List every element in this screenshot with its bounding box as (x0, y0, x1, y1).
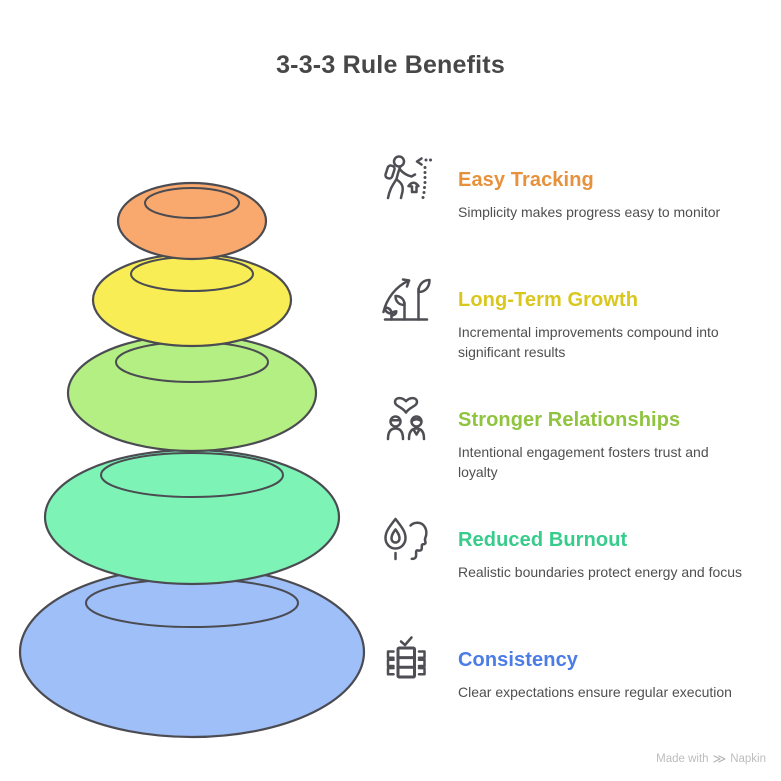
benefit-row-reduced-burnout: Reduced Burnout Realistic boundaries pro… (378, 510, 770, 582)
benefit-description: Simplicity makes progress easy to monito… (458, 204, 721, 220)
hiker-trail-icon (378, 152, 434, 210)
benefit-row-stronger-relationships: Stronger Relationships Intentional engag… (378, 390, 770, 482)
stone-stack-diagram (18, 181, 366, 739)
stone-consistency (18, 565, 366, 739)
benefit-description: Intentional engagement fosters trust and… (458, 444, 709, 480)
stone-body (43, 448, 341, 586)
benefit-text: Stronger Relationships Intentional engag… (458, 390, 750, 482)
stone-easy-tracking (116, 181, 268, 261)
benefit-title: Long-Term Growth (458, 289, 639, 311)
benefit-title: Easy Tracking (458, 169, 594, 191)
benefit-description: Clear expectations ensure regular execut… (458, 684, 732, 700)
benefit-row-long-term-growth: Long-Term Growth Incremental improvement… (378, 270, 770, 362)
benefit-row-easy-tracking: Easy Tracking Simplicity makes progress … (378, 150, 770, 222)
stone-body (116, 181, 268, 261)
napkin-logo-icon: ≫ (712, 751, 727, 766)
stone-reduced-burnout (43, 448, 341, 586)
page-title: 3-3-3 Rule Benefits (276, 51, 505, 79)
benefit-title: Consistency (458, 649, 579, 671)
stone-long-term-growth (91, 252, 293, 348)
made-with-napkin-credit: Made with ≫ Napkin (656, 752, 766, 765)
benefit-text: Long-Term Growth Incremental improvement… (458, 270, 750, 362)
benefit-text: Easy Tracking Simplicity makes progress … (458, 150, 750, 222)
stone-rim (100, 452, 284, 498)
people-heart-icon (378, 392, 434, 450)
stone-body (18, 565, 366, 739)
benefit-text: Reduced Burnout Realistic boundaries pro… (458, 510, 750, 582)
benefit-description: Incremental improvements compound into s… (458, 324, 719, 360)
growth-plant-icon (378, 272, 434, 330)
stone-body (91, 252, 293, 348)
stone-body (66, 333, 318, 453)
benefit-title: Reduced Burnout (458, 529, 628, 551)
stone-stronger-relationships (66, 333, 318, 453)
burnout-flame-head-icon (378, 512, 434, 570)
made-with-label: Made with (656, 752, 709, 765)
napkin-brand-label: Napkin (730, 752, 766, 765)
benefit-text: Consistency Clear expectations ensure re… (458, 630, 750, 702)
table-check-icon (378, 632, 434, 690)
benefit-description: Realistic boundaries protect energy and … (458, 564, 743, 580)
stone-rim (144, 187, 240, 219)
benefit-row-consistency: Consistency Clear expectations ensure re… (378, 630, 770, 702)
benefit-title: Stronger Relationships (458, 409, 681, 431)
